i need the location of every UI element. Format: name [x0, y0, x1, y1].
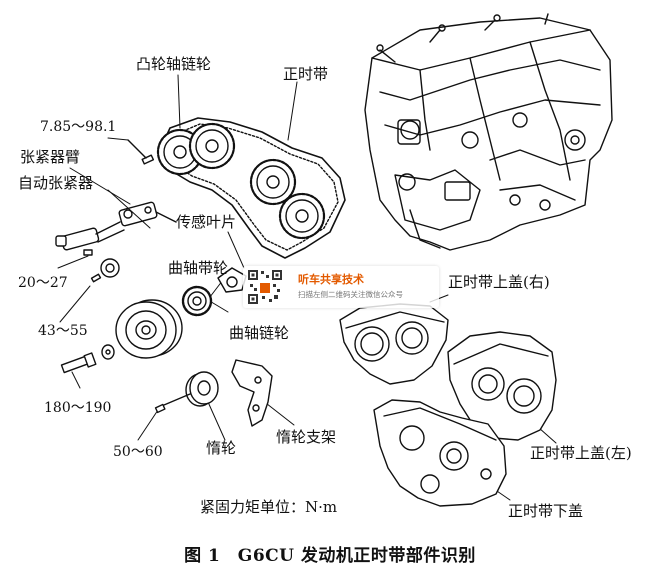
label-idler-bracket: 惰轮支架	[276, 428, 337, 446]
label-torque-crank-bolt: 180～190	[44, 400, 112, 416]
label-idler: 惰轮	[206, 439, 237, 457]
label-timing-belt: 正时带	[283, 65, 329, 83]
camshaft-sprockets	[156, 122, 326, 240]
figure-caption: 图 1 G6CU 发动机正时带部件识别	[184, 546, 476, 566]
label-torque-cam-bolt: 7.85～98.1	[40, 119, 117, 135]
label-sensor-vane: 传感叶片	[176, 213, 237, 231]
label-torque-idler-pulley: 43～55	[38, 323, 88, 339]
engine-block	[364, 13, 613, 251]
qr-code-icon	[247, 269, 283, 305]
watermark-subtitle: 扫描左侧二维码关注微信公众号	[298, 290, 403, 299]
watermark-title: 听车共享技术	[298, 273, 364, 286]
cam-bolt	[127, 139, 155, 165]
idler-bracket-part	[231, 359, 273, 427]
crank-pulley-part	[115, 299, 183, 359]
label-upper-cover-left: 正时带上盖(左)	[530, 444, 632, 462]
label-lower-cover: 正时带下盖	[508, 502, 584, 520]
upper-cover-left-part	[447, 331, 557, 441]
label-torque-tensioner: 20～27	[18, 275, 68, 291]
torque-unit-note: 紧固力矩单位：N·m	[200, 498, 338, 516]
tensioner-assembly	[55, 201, 177, 283]
label-torque-idler-bolt: 50～60	[113, 444, 163, 460]
label-crank-sprocket: 曲轴链轮	[229, 324, 290, 342]
label-crank-pulley: 曲轴带轮	[168, 259, 229, 277]
timing-belt-drawing	[159, 117, 346, 259]
label-tensioner-arm: 张紧器臂	[20, 148, 81, 166]
idler-part	[154, 371, 219, 414]
watermark-badge: 听车共享技术 扫描左侧二维码关注微信公众号	[243, 266, 439, 308]
crank-sprocket-part	[181, 285, 213, 317]
label-upper-cover-right: 正时带上盖(右)	[448, 273, 550, 291]
sensor-vane-part	[217, 267, 247, 293]
label-auto-tensioner: 自动张紧器	[18, 174, 94, 192]
lower-cover-part	[373, 399, 507, 507]
upper-cover-right-part	[339, 303, 449, 385]
label-camshaft-sprocket: 凸轮轴链轮	[136, 55, 212, 73]
crank-bolt	[60, 344, 115, 374]
